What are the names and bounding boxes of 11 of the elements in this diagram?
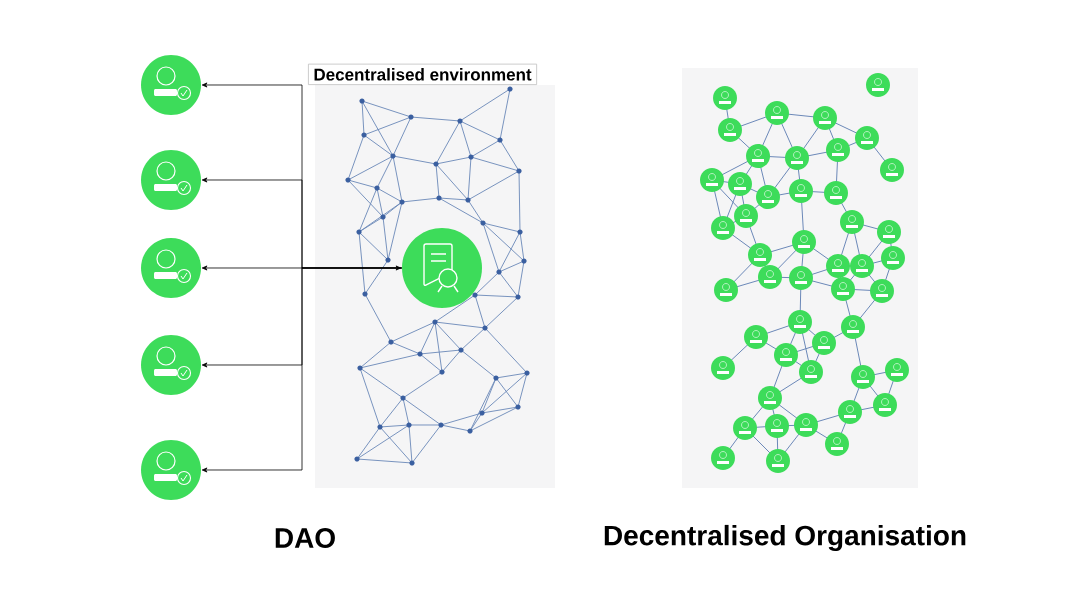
contract-icon	[402, 228, 482, 308]
user-icon	[141, 440, 201, 500]
heading-box: Decentralised environment	[308, 63, 538, 85]
arrow	[201, 267, 403, 473]
user-icon	[141, 150, 201, 210]
user-icon	[141, 55, 201, 115]
user-icon	[141, 335, 201, 395]
caption: DAO	[275, 528, 335, 548]
caption: Decentralised Organisation	[604, 524, 966, 552]
user-icon	[141, 238, 201, 298]
arrow	[201, 265, 402, 271]
